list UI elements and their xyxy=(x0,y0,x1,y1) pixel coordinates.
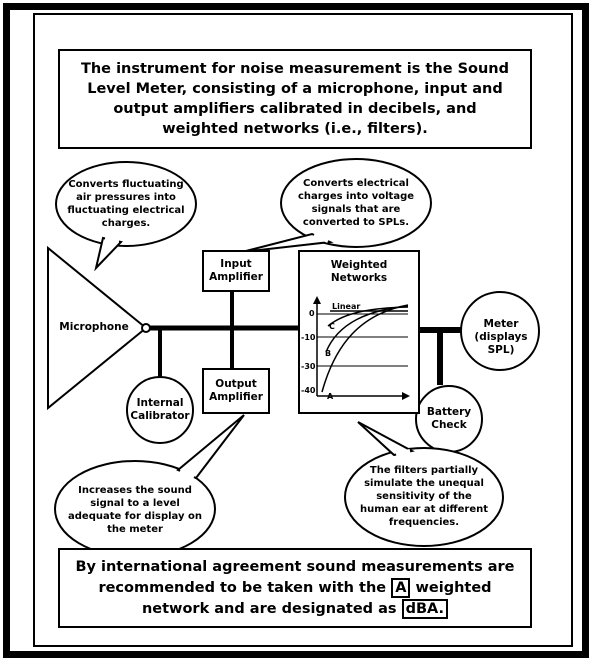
graph-tick-minus40: -40 xyxy=(301,386,316,395)
curve-label-a: A xyxy=(327,392,334,401)
microphone-shape xyxy=(47,245,148,411)
curve-label-c: C xyxy=(329,322,335,331)
meter-label: Meter (displays SPL) xyxy=(474,318,528,356)
bottom-note-highlight-dba: dBA. xyxy=(401,598,449,619)
microphone-connector-dot xyxy=(141,323,151,333)
filters-note-text: The filters partially simulate the unequ… xyxy=(359,464,489,528)
bottom-note-highlight-a: A xyxy=(391,577,411,598)
microphone-bubble xyxy=(55,161,197,272)
top-note-box: The instrument for noise measurement is … xyxy=(58,49,532,149)
output-amplifier-box: Output Amplifier xyxy=(202,368,270,414)
bottom-note-part1: By international agreement sound measure… xyxy=(75,558,515,596)
weighted-networks-box xyxy=(298,250,420,414)
microphone-label: Microphone xyxy=(59,321,129,333)
input-amplifier-box: Input Amplifier xyxy=(202,250,270,292)
bottom-note-text: By international agreement sound measure… xyxy=(74,557,516,620)
graph-tick-0: 0 xyxy=(309,309,315,318)
filters-bubble xyxy=(344,421,504,547)
top-note-text: The instrument for noise measurement is … xyxy=(80,61,510,137)
meter-circle xyxy=(460,291,540,371)
graph-tick-minus10: -10 xyxy=(301,333,316,342)
a-curve xyxy=(321,304,409,393)
graph-y-arrow xyxy=(313,296,321,304)
internal-calibrator-label: Internal Calibrator xyxy=(130,397,190,422)
microphone-note-text: Converts fluctuating air pressures into … xyxy=(67,179,185,229)
input-amp-bubble xyxy=(241,158,432,253)
bottom-note-part2: weighted network and are designated as xyxy=(141,579,492,617)
bottom-note-box: By international agreement sound measure… xyxy=(58,548,532,628)
graph-x-arrow xyxy=(402,392,410,400)
curve-label-b: B xyxy=(325,349,332,358)
output-amp-note-text: Increases the sound signal to a level ad… xyxy=(68,485,202,535)
input-amplifier-label: Input Amplifier xyxy=(209,258,263,283)
inner-frame xyxy=(33,13,573,647)
input-amp-note-text: Converts electrical charges into voltage… xyxy=(297,178,415,228)
weighting-graph xyxy=(313,296,410,400)
curve-label-linear: Linear xyxy=(332,302,361,311)
weighted-networks-label: Weighted Networks xyxy=(330,259,388,284)
output-amplifier-label: Output Amplifier xyxy=(209,378,263,403)
battery-check-label: Battery Check xyxy=(426,406,472,431)
graph-tick-minus30: -30 xyxy=(301,362,316,371)
calibrator-circle xyxy=(126,376,194,444)
